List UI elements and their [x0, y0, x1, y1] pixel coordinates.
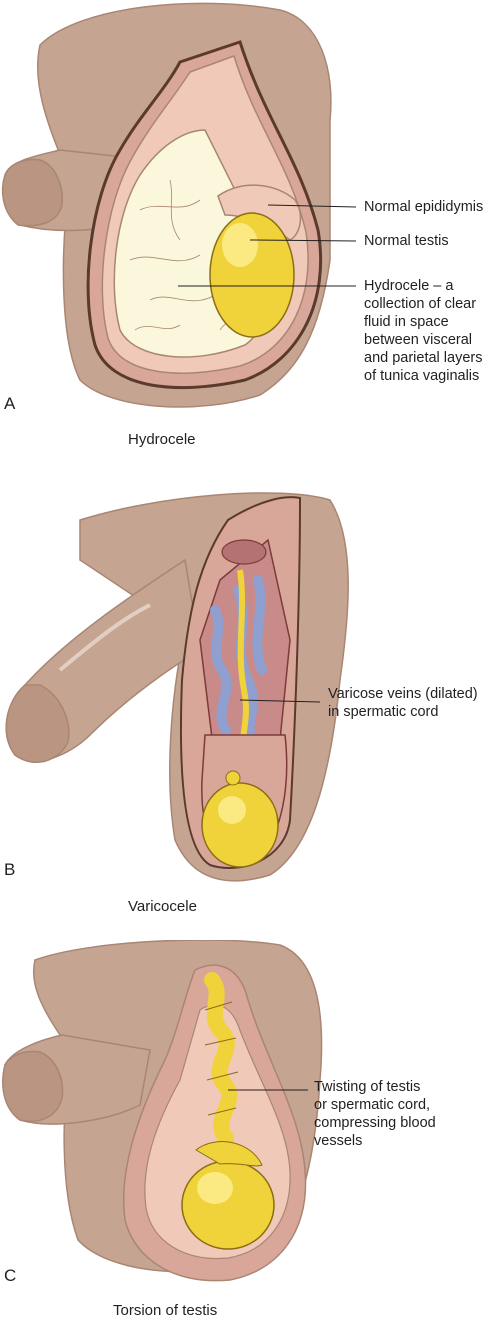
- label-normal-testis: Normal testis: [364, 233, 449, 249]
- leader-lines-a: [178, 204, 357, 287]
- varicocele-illustration: [5, 492, 349, 882]
- testis-highlight: [222, 223, 258, 267]
- caption-torsion: Torsion of testis: [113, 1302, 218, 1319]
- panel-a-hydrocele: Normal epididymis Normal testis Hydrocel…: [0, 0, 500, 480]
- epididymis: [195, 1141, 263, 1167]
- label-varicose-veins: Varicose veins (dilated) in spermatic co…: [328, 686, 478, 720]
- glans: [2, 1050, 64, 1122]
- leader-line-b: [239, 699, 321, 703]
- label-normal-epididymis: Normal epididymis: [364, 199, 484, 215]
- vas-deferens: [237, 569, 249, 751]
- caption-hydrocele: Hydrocele: [128, 431, 196, 448]
- hydrocele-illustration: [1, 2, 357, 408]
- label-hydrocele: Hydrocele – a collection of clear fluid …: [364, 278, 483, 384]
- appendix-testis: [225, 770, 241, 786]
- cord-twist-lines: [204, 1001, 239, 1116]
- testis: [201, 782, 279, 868]
- panel-letter-c: C: [4, 1266, 17, 1285]
- panel-c-torsion: Twisting of testis or spermatic cord, co…: [0, 940, 500, 1323]
- panel-b-varicocele: Varicose veins (dilated) in spermatic co…: [0, 480, 500, 940]
- cord-cut-end: [221, 539, 267, 565]
- testis: [181, 1160, 275, 1250]
- testis-highlight: [197, 1172, 233, 1204]
- glans: [1, 158, 63, 227]
- glans: [5, 684, 70, 764]
- panel-letter-a: A: [4, 394, 16, 413]
- testis-highlight: [218, 796, 246, 824]
- panel-letter-b: B: [4, 860, 16, 879]
- torsion-illustration: [2, 940, 323, 1282]
- label-torsion: Twisting of testis or spermatic cord, co…: [314, 1079, 436, 1149]
- penis-highlight: [58, 603, 151, 672]
- caption-varicocele: Varicocele: [128, 898, 197, 915]
- fluid-vessels: [129, 179, 251, 331]
